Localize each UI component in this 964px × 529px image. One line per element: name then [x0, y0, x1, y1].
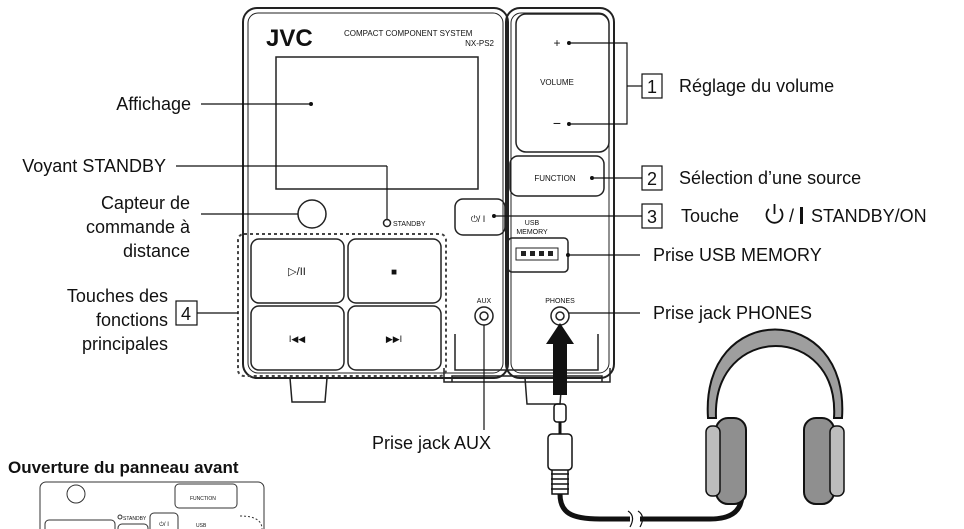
inset-function-label: FUNCTION [190, 496, 216, 502]
label-touches-line2: fonctions [96, 310, 168, 330]
inset-illustration [39, 481, 265, 529]
label-volume: Réglage du volume [679, 76, 834, 96]
usb-slot [515, 247, 559, 261]
left-panel-inner [247, 12, 504, 374]
inset-title: Ouverture du panneau avant [8, 458, 239, 477]
display-screen [275, 56, 479, 190]
standby-led [382, 218, 392, 228]
label-voyant-standby: Voyant STANDBY [22, 156, 166, 176]
function-button[interactable] [509, 155, 605, 197]
stop-symbol: ■ [391, 267, 397, 278]
label-capteur-line2: commande à [86, 217, 191, 237]
power-dot [492, 214, 496, 218]
label-touches-line1: Touches des [67, 286, 168, 306]
usb-port[interactable] [507, 237, 569, 273]
brand-logo: JVC [266, 25, 313, 52]
callout-number-1: 1 [647, 77, 657, 97]
previous-symbol: I◀◀ [289, 334, 305, 344]
label-capteur-line3: distance [123, 241, 190, 261]
stop-button[interactable] [347, 238, 442, 304]
inset-standby-label: STANDBY [123, 516, 147, 522]
callout-number-3: 3 [647, 207, 657, 227]
main-function-keys-group [237, 233, 447, 377]
label-touches-line3: principales [82, 334, 168, 354]
leader-lines [176, 42, 642, 430]
label-capteur-line1: Capteur de [101, 193, 190, 213]
usb-dot [566, 253, 570, 257]
label-phones: Prise jack PHONES [653, 303, 812, 323]
cable-break-mark [627, 510, 644, 528]
left-foot [289, 377, 328, 403]
label-source: Sélection d’une source [679, 168, 861, 188]
next-button[interactable] [347, 305, 442, 371]
volume-button[interactable] [515, 13, 610, 153]
label-usb: Prise USB MEMORY [653, 245, 822, 265]
volume-minus-dot [567, 122, 571, 126]
power-slash: / [789, 206, 794, 226]
play-pause-symbol: ▷/II [288, 266, 306, 278]
left-panel-outline [242, 7, 509, 379]
standby-led-label: STANDBY [393, 221, 426, 228]
headphone-plug [547, 403, 573, 495]
power-button[interactable] [454, 198, 506, 236]
next-symbol: ▶▶I [386, 334, 402, 344]
label-standby-prefix: Touche [681, 206, 739, 226]
power-icon [765, 204, 784, 224]
play-pause-button[interactable] [250, 238, 345, 304]
usb-pin-4 [548, 251, 553, 256]
usb-label-line1: USB [525, 220, 540, 227]
power-symbol: ⏻/ I [471, 214, 486, 224]
product-line-text: COMPACT COMPONENT SYSTEM [344, 29, 473, 38]
label-aux: Prise jack AUX [372, 433, 491, 453]
label-affichage: Affichage [116, 94, 191, 114]
usb-pin-1 [521, 251, 526, 256]
phones-label: PHONES [545, 298, 575, 305]
number-boxes [175, 73, 663, 326]
aux-jack-hole [479, 311, 489, 321]
inset-power-symbol: ⏻/ I [159, 521, 169, 528]
usb-label-line2: MEMORY [516, 229, 548, 236]
callout-number-2: 2 [647, 169, 657, 189]
insert-arrow [546, 323, 574, 395]
headphones [705, 328, 845, 505]
phones-jack-hole [555, 311, 565, 321]
previous-button[interactable] [250, 305, 345, 371]
right-panel-outline [505, 7, 615, 379]
volume-plus-dot [567, 41, 571, 45]
headphone-cable [557, 493, 630, 522]
function-button-label: FUNCTION [534, 174, 576, 183]
display-dot [309, 102, 313, 106]
front-panel-lip [443, 334, 611, 383]
remote-sensor [297, 199, 327, 229]
aux-label: AUX [477, 298, 492, 305]
callout-number-4: 4 [181, 304, 191, 324]
usb-pin-3 [539, 251, 544, 256]
volume-label: VOLUME [540, 78, 574, 87]
power-bar-icon [800, 207, 803, 224]
function-dot [590, 176, 594, 180]
usb-pin-2 [530, 251, 535, 256]
volume-minus-symbol: − [553, 115, 561, 131]
model-text: NX-PS2 [465, 39, 494, 48]
label-standby-suffix: STANDBY/ON [811, 206, 927, 226]
volume-plus-symbol: + [553, 36, 560, 50]
inset-usb-label: USB [196, 523, 207, 529]
